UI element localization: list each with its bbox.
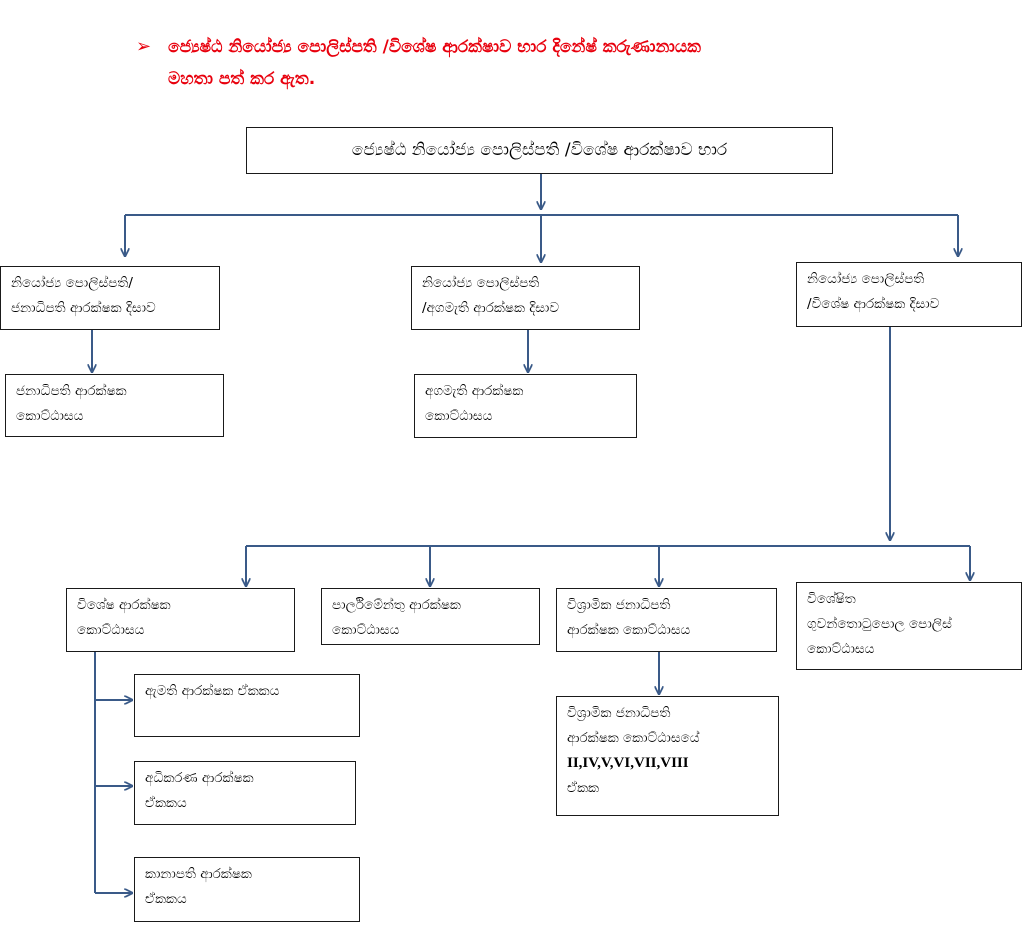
pm-division-line-2: කොට්ඨාසය	[425, 408, 493, 424]
heading-line-2: මහතා පත් කර ඇත.	[168, 69, 316, 89]
box-special-division: විශේෂ ආරක්ෂක කොට්ඨාසය	[66, 588, 295, 652]
dig-special-line-2: /විශේෂ ආරක්ෂක දිසාව	[807, 296, 940, 312]
retired-units-line-2: ආරක්ෂක කොට්ඨාසයේ	[567, 730, 700, 746]
pm-division-line-1: අගමැති ආරක්ෂක	[425, 383, 524, 399]
box-senior-dig: ජ්‍යෙෂ්ඨ නියෝජ්‍ය පොලිස්පති /විශේෂ ආරක්ෂ…	[246, 127, 833, 174]
box-judicial-unit: අධිකරණ ආරක්ෂක ඒකකය	[134, 761, 356, 825]
special-division-line-1: විශේෂ ආරක්ෂක	[77, 597, 171, 613]
box-parliament-division: පාර්ලිමේන්තු ආරක්ෂක කොට්ඨාසය	[321, 588, 540, 645]
presidential-division-line-2: කොට්ඨාසය	[16, 408, 84, 424]
box-retired-president-division: විශ්‍රාමික ජනාධිපති ආරක්ෂක කොට්ඨාසය	[556, 588, 777, 652]
box-speaker-unit: කානාපති ආරක්ෂක ඒකකය	[134, 857, 360, 922]
box-retired-units: විශ්‍රාමික ජනාධිපති ආරක්ෂක කොට්ඨාසයේ II,…	[556, 696, 779, 816]
judicial-unit-line-2: ඒකකය	[145, 795, 187, 811]
retired-units-line-4: ඒකක	[567, 780, 599, 796]
presidential-division-line-1: ජනාධිපති ආරක්ෂක	[16, 383, 127, 399]
box-presidential-division: ජනාධිපති ආරක්ෂක කොට්ඨාසය	[5, 374, 224, 437]
box-dig-presidential: නියෝජ්‍ය පොලිස්පති/ ජනාධිපති ආරක්ෂක දිසා…	[0, 266, 220, 330]
airport-division-line-1: විශේෂිත	[807, 591, 856, 607]
box-dig-ministerial: නියෝජ්‍ය පොලිස්පති /අගමැති ආරක්ෂක දිසාව	[411, 266, 640, 330]
airport-division-line-2: ගුවන්තොටුපොල පොලිස්	[807, 616, 952, 632]
box-ministers-unit: ඇමති ආරක්ෂක ඒකකය	[134, 674, 360, 737]
speaker-unit-line-1: කානාපති ආරක්ෂක	[145, 866, 252, 882]
speaker-unit-line-2: ඒකකය	[145, 891, 187, 907]
dig-ministerial-line-1: නියෝජ්‍ය පොලිස්පති	[422, 275, 540, 291]
retired-units-line-1: විශ්‍රාමික ජනාධිපති	[567, 705, 671, 721]
retired-president-division-line-2: ආරක්ෂක කොට්ඨාසය	[567, 622, 691, 638]
special-division-line-2: කොට්ඨාසය	[77, 622, 145, 638]
dig-special-line-1: නියෝජ්‍ය පොලිස්පති	[807, 271, 925, 287]
heading-line-1: ජ්‍යෙෂ්ඨ නියෝජ්‍ය පොලිස්පති /විශේෂ ආරක්ෂ…	[168, 37, 701, 57]
retired-units-line-3: II,IV,V,VI,VII,VIII	[567, 755, 689, 771]
parliament-division-line-1: පාර්ලිමේන්තු ආරක්ෂක	[332, 597, 461, 613]
box-dig-special: නියෝජ්‍ය පොලිස්පති /විශේෂ ආරක්ෂක දිසාව	[796, 262, 1022, 327]
box-airport-division: විශේෂිත ගුවන්තොටුපොල පොලිස් කොට්ඨාසය	[796, 582, 1022, 670]
retired-president-division-line-1: විශ්‍රාමික ජනාධිපති	[567, 597, 671, 613]
dig-ministerial-line-2: /අගමැති ආරක්ෂක දිසාව	[422, 300, 560, 316]
ministers-unit-line-1: ඇමති ආරක්ෂක ඒකකය	[145, 683, 280, 699]
airport-division-line-3: කොට්ඨාසය	[807, 641, 875, 657]
judicial-unit-line-1: අධිකරණ ආරක්ෂක	[145, 770, 254, 786]
dig-presidential-line-2: ජනාධිපති ආරක්ෂක දිසාව	[11, 300, 156, 316]
arrow-bullet-icon: ➢	[136, 36, 152, 57]
parliament-division-line-2: කොට්ඨාසය	[332, 622, 400, 638]
box-senior-dig-label: ජ්‍යෙෂ්ඨ නියෝජ්‍ය පොලිස්පති /විශේෂ ආරක්ෂ…	[351, 140, 728, 160]
dig-presidential-line-1: නියෝජ්‍ය පොලිස්පති/	[11, 275, 133, 291]
box-pm-division: අගමැති ආරක්ෂක කොට්ඨාසය	[414, 374, 637, 438]
